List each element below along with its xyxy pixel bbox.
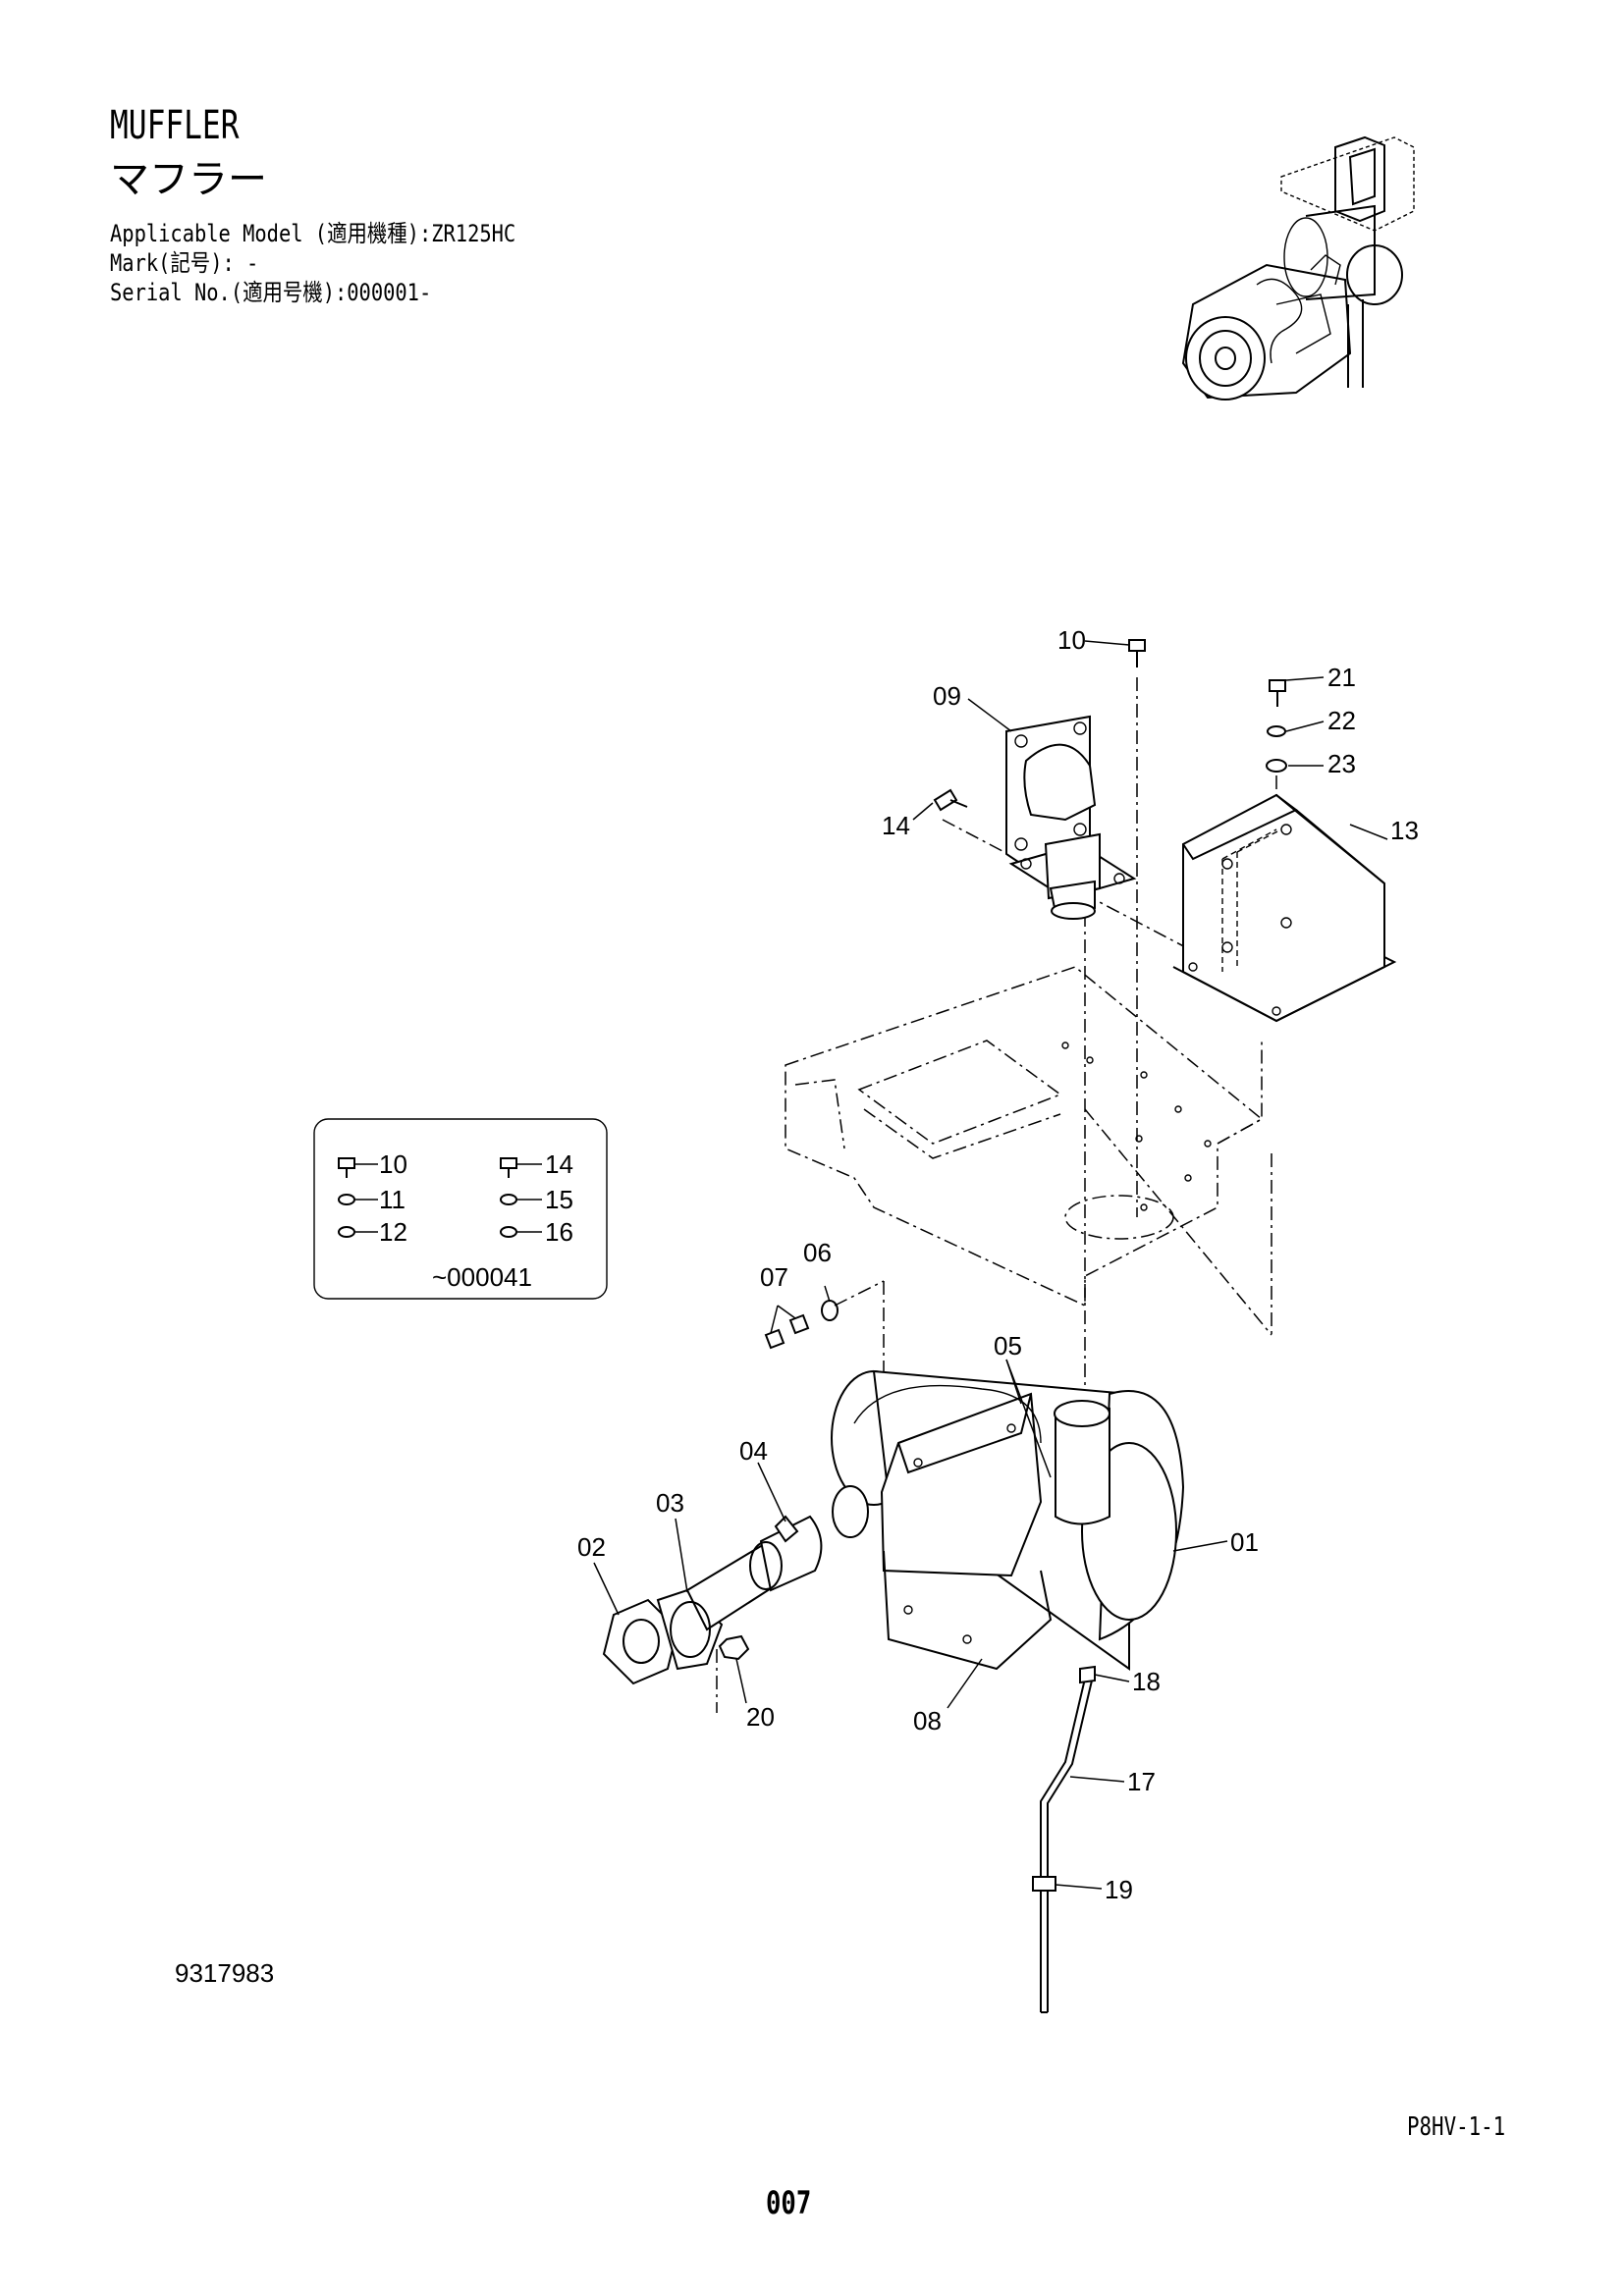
callout-18: 18 xyxy=(1132,1667,1161,1696)
callout-09: 09 xyxy=(933,681,961,711)
inlet-pipe-parts-02-03-04 xyxy=(602,1515,823,1685)
mark-field: Mark(記号): - xyxy=(110,249,259,277)
page-number: 007 xyxy=(766,2184,812,2221)
engine-locator-thumbnail xyxy=(1181,135,1415,400)
callout-20: 20 xyxy=(746,1702,775,1732)
inset-serial-range: ~000041 xyxy=(432,1262,532,1292)
inset-callout-11: 11 xyxy=(379,1185,406,1214)
callout-02: 02 xyxy=(577,1532,606,1562)
muffler-body-part-01 xyxy=(831,1369,1185,1671)
callout-21: 21 xyxy=(1327,663,1356,692)
callout-07: 07 xyxy=(760,1262,788,1292)
page-title-japanese: マフラー xyxy=(110,157,267,202)
inset-callout-10: 10 xyxy=(379,1149,407,1179)
callout-04: 04 xyxy=(739,1436,768,1466)
inset-callout-15: 15 xyxy=(545,1185,573,1214)
inset-callout-12: 12 xyxy=(379,1217,407,1247)
exhaust-elbow-part-09 xyxy=(1005,715,1137,920)
fasteners-upper xyxy=(933,639,1287,812)
callout-22: 22 xyxy=(1327,706,1356,735)
callout-14: 14 xyxy=(882,811,910,840)
callout-19: 19 xyxy=(1105,1875,1133,1904)
callout-leader-lines xyxy=(593,640,1388,1890)
callout-10: 10 xyxy=(1057,625,1086,655)
nut-part-20 xyxy=(718,1634,750,1661)
serial-range-inset-box xyxy=(313,1118,608,1300)
callout-23: 23 xyxy=(1327,749,1356,778)
page-title: MUFFLER xyxy=(110,103,240,148)
callout-03: 03 xyxy=(656,1488,684,1518)
inset-callout-14: 14 xyxy=(545,1149,573,1179)
inset-callout-16: 16 xyxy=(545,1217,573,1247)
serial-number: Serial No.(適用号機):000001- xyxy=(110,279,432,306)
callout-05: 05 xyxy=(994,1331,1022,1361)
base-frame-outline xyxy=(785,966,1264,1308)
muffler-cover-part-13 xyxy=(1172,793,1397,1023)
applicable-model: Applicable Model (適用機種):ZR125HC xyxy=(110,220,516,247)
page-reference: P8HV-1-1 xyxy=(1407,2112,1506,2142)
callout-17: 17 xyxy=(1127,1767,1156,1796)
callout-06: 06 xyxy=(803,1238,832,1267)
fasteners-06-07 xyxy=(764,1280,885,1350)
callout-13: 13 xyxy=(1390,816,1419,845)
callout-08: 08 xyxy=(913,1706,942,1735)
callout-01: 01 xyxy=(1230,1527,1259,1557)
support-rod-parts-17-18-19 xyxy=(1032,1665,1096,2013)
figure-number: 9317983 xyxy=(175,1958,275,1988)
